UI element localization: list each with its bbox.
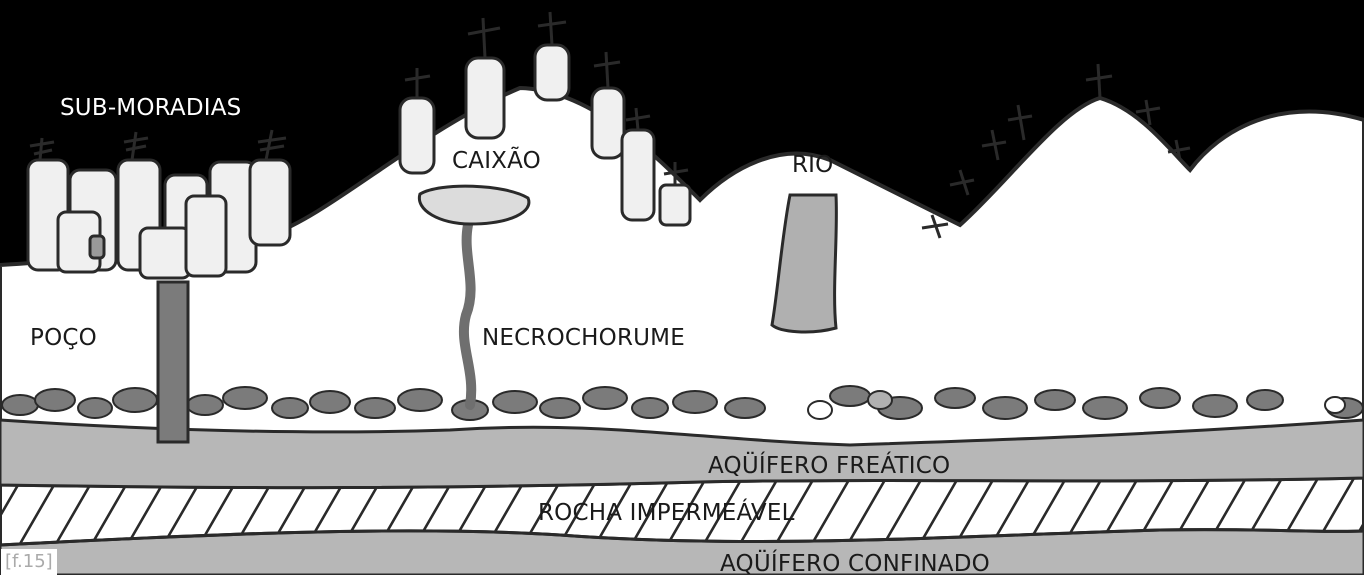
building-antennas <box>30 130 286 160</box>
label-rio: RIO <box>792 152 833 178</box>
sub-moradias-buildings <box>28 160 290 278</box>
label-aquifero-confinado: AQÜÍFERO CONFINADO <box>720 551 990 575</box>
label-caixao: CAIXÃO <box>452 148 541 174</box>
label-sub-moradias: SUB-MORADIAS <box>60 95 241 121</box>
figure-tag: [f.15] <box>1 549 57 575</box>
label-aquifero-freatico: AQÜÍFERO FREÁTICO <box>708 453 950 479</box>
well-shaft <box>158 282 188 442</box>
coffin-shape <box>419 186 529 224</box>
label-rocha-impermeavel: ROCHA IMPERMEÁVEL <box>538 500 795 526</box>
label-necrochorume: NECROCHORUME <box>482 325 685 351</box>
label-poco: POÇO <box>30 325 97 351</box>
